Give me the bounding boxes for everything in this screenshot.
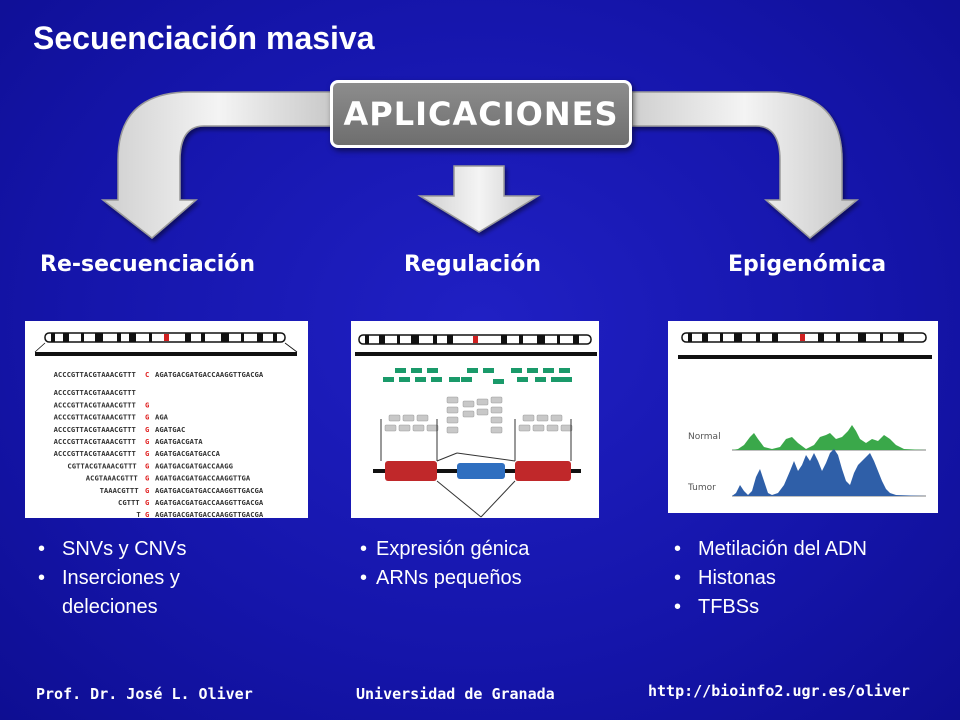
mrna-read [476, 398, 489, 406]
mrna-read [446, 406, 459, 414]
mrna-reads [384, 396, 573, 434]
mrna-read [398, 424, 411, 432]
small-rna-read [461, 377, 472, 382]
small-rna-read [559, 368, 570, 373]
footer-url[interactable]: http://bioinfo2.ugr.es/oliver [648, 682, 910, 700]
bullets-regulation: Expresión génica ARNs pequeños [360, 535, 529, 593]
small-rna-read [411, 368, 422, 373]
column-title-resequencing: Re-secuenciación [40, 252, 256, 277]
sequence-read: ACCCGTTACGTAAACGTTT [54, 388, 137, 397]
mrna-read [560, 424, 573, 432]
small-rna-read [535, 377, 546, 382]
regulation-panel [351, 321, 599, 518]
bullet-expression: Expresión génica [360, 535, 529, 564]
small-rna-read [483, 368, 494, 373]
normal-methylation-track [732, 425, 926, 450]
mrna-read [536, 414, 549, 422]
bullet-snvs: SNVs y CNVs [34, 535, 252, 564]
chromosome-ideogram [34, 332, 298, 356]
small-rna-reads [383, 368, 572, 384]
mrna-read [384, 424, 397, 432]
small-rna-read [543, 368, 554, 373]
normal-track-label: Normal [688, 432, 721, 442]
mrna-read [550, 414, 563, 422]
bullet-tfbss: TFBSs [670, 593, 867, 622]
column-title-epigenomics: Epigenómica [728, 252, 887, 277]
small-rna-read [399, 377, 410, 382]
mrna-read [402, 414, 415, 422]
column-title-regulation: Regulación [404, 252, 542, 277]
applications-box: APLICACIONES [330, 80, 632, 148]
mrna-read [476, 408, 489, 416]
mrna-read [462, 410, 475, 418]
small-rna-read [527, 368, 538, 373]
bullet-indels: Inserciones y deleciones [34, 564, 252, 622]
bullets-epigenomics: Metilación del ADN Histonas TFBSs [670, 535, 867, 622]
gene-model [373, 419, 581, 518]
right-arrow [631, 91, 860, 239]
mrna-read [522, 414, 535, 422]
small-rna-read [395, 368, 406, 373]
bullet-methylation: Metilación del ADN [670, 535, 867, 564]
small-rna-read [493, 379, 504, 384]
small-rna-read [431, 377, 442, 382]
mrna-read [490, 396, 503, 404]
small-rna-read [449, 377, 460, 382]
mrna-read [446, 416, 459, 424]
mrna-read [518, 424, 531, 432]
small-rna-read [561, 377, 572, 382]
mrna-read [490, 416, 503, 424]
mrna-read [490, 406, 503, 414]
small-rna-read [467, 368, 478, 373]
bullets-resequencing: SNVs y CNVs Inserciones y deleciones [34, 535, 252, 622]
chromosome-ideogram [678, 332, 932, 359]
mrna-read [462, 400, 475, 408]
tumor-track-label: Tumor [687, 483, 716, 493]
mrna-read [446, 396, 459, 404]
center-arrow [417, 165, 541, 233]
mrna-read [388, 414, 401, 422]
mrna-read [426, 424, 439, 432]
small-rna-read [427, 368, 438, 373]
mrna-read [532, 424, 545, 432]
mrna-read [490, 426, 503, 434]
mrna-read [412, 424, 425, 432]
epigenomics-panel: Normal Tumor [668, 321, 938, 513]
slide-title: Secuenciación masiva [33, 20, 375, 56]
left-arrow [100, 91, 335, 239]
small-rna-read [415, 377, 426, 382]
bullet-small-rnas: ARNs pequeños [360, 564, 529, 593]
small-rna-read [517, 377, 528, 382]
mrna-read [546, 424, 559, 432]
mrna-read [446, 426, 459, 434]
mrna-read [416, 414, 429, 422]
footer-author: Prof. Dr. José L. Oliver [36, 685, 253, 703]
tumor-methylation-track [732, 449, 926, 496]
footer-university: Universidad de Granada [356, 685, 555, 703]
small-rna-read [551, 377, 562, 382]
chromosome-ideogram [355, 334, 597, 356]
bullet-histones: Histonas [670, 564, 867, 593]
small-rna-read [383, 377, 394, 382]
small-rna-read [511, 368, 522, 373]
